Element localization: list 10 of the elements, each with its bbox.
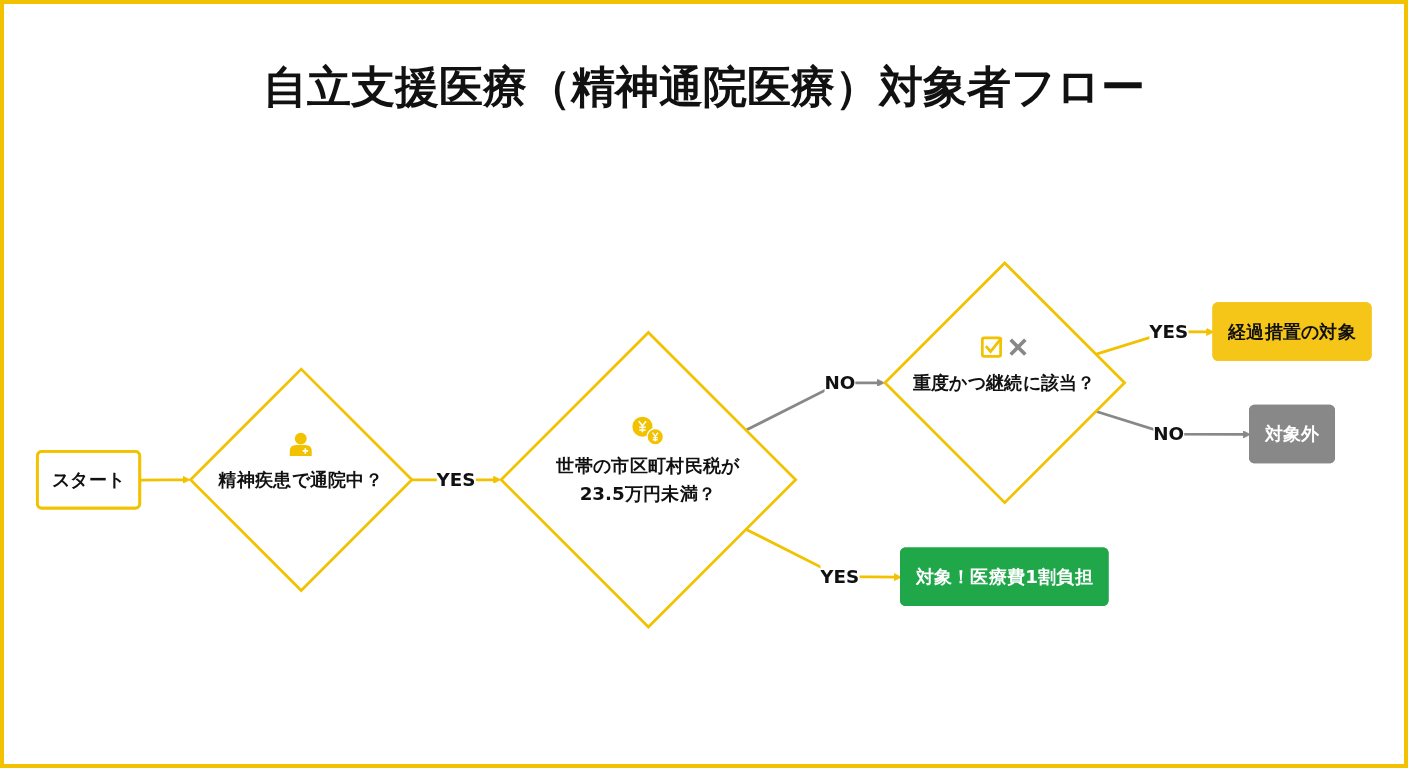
edge-label: YES [1149,320,1189,343]
edge-label: YES [436,468,476,491]
node-diamond: 精神疾患で通院中？ [188,367,414,593]
edge-label: YES [820,565,860,588]
node-diamond: 世帯の市区町村民税が23.5万円未満？ [499,330,798,629]
edge-label: NO [1153,423,1185,445]
diagram-title: 自立支援医療（精神通院医療）対象者フロー [263,60,1145,114]
edge-label: NO [824,371,856,394]
node-diamond: 重度かつ継続に該当？ [882,261,1127,505]
arrow [140,475,191,484]
